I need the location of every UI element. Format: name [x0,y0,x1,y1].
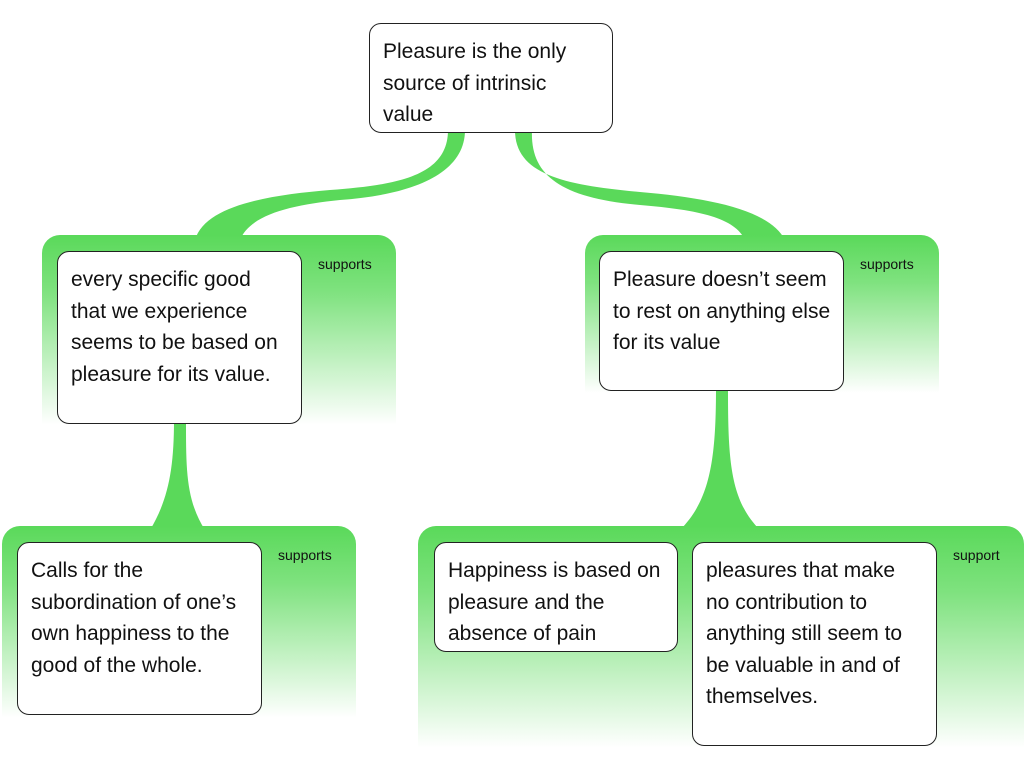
right-sub-reason-box-1[interactable]: Happiness is based on pleasure and the a… [434,542,678,652]
left-sub-reason-box[interactable]: Calls for the subordination of one’s own… [17,542,262,715]
connector-right-sub [680,388,760,530]
right-sub-reason-box-2[interactable]: pleasures that make no contribution to a… [692,542,937,746]
connector-left-sub [150,420,205,530]
root-claim-box[interactable]: Pleasure is the only source of intrinsic… [369,23,613,133]
right-supports-label: supports [860,256,914,272]
connector-root-right [515,130,785,240]
connector-root-left [195,130,465,240]
left-supports-label: supports [318,256,372,272]
right-reason-box[interactable]: Pleasure doesn’t seem to rest on anythin… [599,251,844,391]
left-sub-supports-label: supports [278,547,332,563]
right-sub-support-label: support [953,547,1000,563]
left-reason-box[interactable]: every specific good that we experience s… [57,251,302,424]
